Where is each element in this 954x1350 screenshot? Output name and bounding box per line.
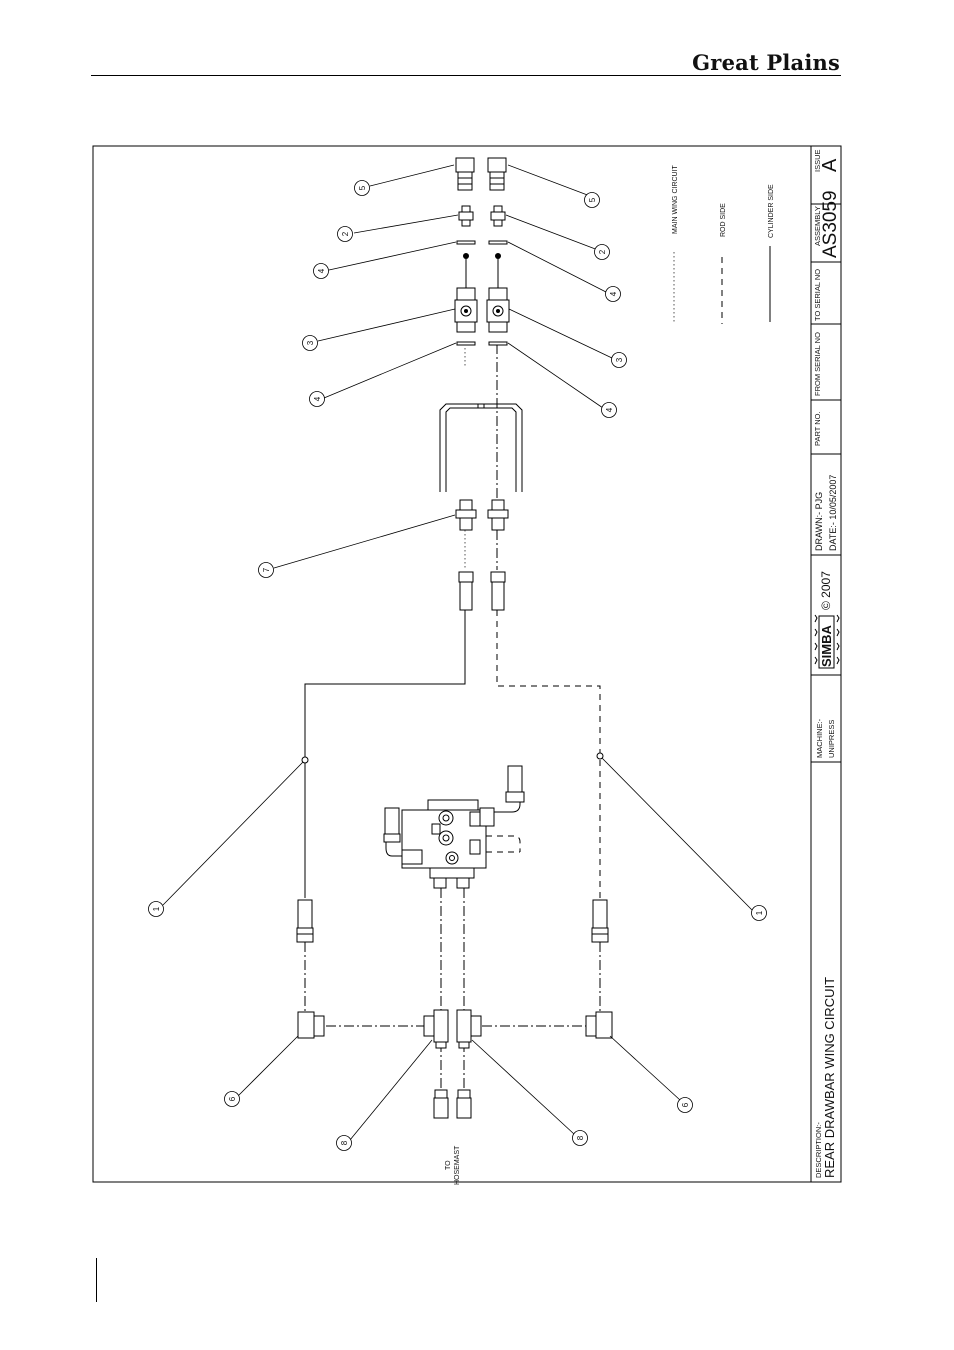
balloon-1-left: 1 xyxy=(149,902,164,917)
valve-block xyxy=(384,766,524,888)
balloon-7: 7 xyxy=(259,563,274,578)
description-value: REAR DRAWBAR WING CIRCUIT xyxy=(822,977,837,1178)
hose-ends-lower xyxy=(297,900,608,942)
simba-logo-text: SIMBA xyxy=(819,625,834,668)
balloon-5-right-text: 5 xyxy=(588,197,597,202)
balloon-4-d: 4 xyxy=(602,403,617,418)
assembly-value: AS3059 xyxy=(820,190,841,258)
hosemast-label: HOSEMAST xyxy=(454,1145,461,1185)
elbow-fittings xyxy=(298,1012,612,1038)
rod-side-line xyxy=(497,610,600,898)
drawn-by: DRAWN:- PJG xyxy=(814,492,824,551)
balloon-6-right-text: 6 xyxy=(681,1102,690,1107)
issue-value: A xyxy=(819,158,841,172)
balloon-3-left-text: 3 xyxy=(306,340,315,345)
balloon-6-left: 6 xyxy=(225,1092,240,1107)
balloon-3-right: 3 xyxy=(612,353,627,368)
hosemast-hose-ends xyxy=(434,1090,471,1118)
circuit-lines xyxy=(302,344,603,1090)
balloon-2-right: 2 xyxy=(595,245,610,260)
balloon-1-right: 1 xyxy=(752,906,767,921)
mounting-bracket xyxy=(440,404,522,492)
hose-ends-middle xyxy=(459,572,505,610)
balloon-5-right: 5 xyxy=(585,193,600,208)
balloon-4-c: 4 xyxy=(310,392,325,407)
balloon-8-right: 8 xyxy=(573,1131,588,1146)
balloon-1-left-text: 1 xyxy=(152,906,161,911)
balloon-8-left: 8 xyxy=(337,1136,352,1151)
line-legend: MAIN WING CIRCUIT ROD SIDE CYLINDER SIDE xyxy=(672,164,775,324)
hose-end-fittings-top xyxy=(456,158,506,190)
ball-valves xyxy=(455,253,509,332)
balloon-8-right-text: 8 xyxy=(576,1135,585,1140)
legend-main-wing-circuit: MAIN WING CIRCUIT xyxy=(672,164,679,234)
balloon-5-left: 5 xyxy=(355,181,370,196)
title-block: ISSUE A ASSEMBLY AS3059 TO SERIAL NO FRO… xyxy=(811,146,841,1182)
machine-label: MACHINE:- xyxy=(815,718,824,758)
adaptors xyxy=(459,206,505,226)
copyright: © 2007 xyxy=(819,571,833,610)
balloon-1-right-text: 1 xyxy=(755,910,764,915)
balloon-4-a-text: 4 xyxy=(317,268,326,273)
to-label: TO xyxy=(445,1160,452,1170)
balloon-4-b: 4 xyxy=(606,287,621,302)
balloon-3-left: 3 xyxy=(303,336,318,351)
simba-logo: SIMBA xyxy=(815,615,839,668)
balloon-2-left-text: 2 xyxy=(341,231,350,236)
bulkhead-couplings xyxy=(456,500,508,530)
legend-cylinder-side: CYLINDER SIDE xyxy=(768,184,775,238)
balloon-4-d-text: 4 xyxy=(605,407,614,412)
balloon-4-b-text: 4 xyxy=(609,291,618,296)
balloon-6-left-text: 6 xyxy=(228,1096,237,1101)
tee-fittings xyxy=(424,1010,481,1048)
legend-rod-side: ROD SIDE xyxy=(720,203,727,237)
machine-value: UNIPRESS xyxy=(827,720,836,758)
balloon-5-left-text: 5 xyxy=(358,185,367,190)
balloon-6-right: 6 xyxy=(678,1098,693,1113)
balloon-2-right-text: 2 xyxy=(598,249,607,254)
balloon-3-right-text: 3 xyxy=(615,357,624,362)
balloon-7-text: 7 xyxy=(262,567,271,572)
from-serial-label: FROM SERIAL NO xyxy=(813,332,822,396)
to-serial-label: TO SERIAL NO xyxy=(813,269,822,321)
part-no-label: PART NO. xyxy=(813,411,822,446)
drawing-date: DATE:- 10/05/2007 xyxy=(828,475,838,551)
balloon-8-left-text: 8 xyxy=(340,1140,349,1145)
balloon-2-left: 2 xyxy=(338,227,353,242)
balloon-4-a: 4 xyxy=(314,264,329,279)
balloon-4-c-text: 4 xyxy=(313,396,322,401)
